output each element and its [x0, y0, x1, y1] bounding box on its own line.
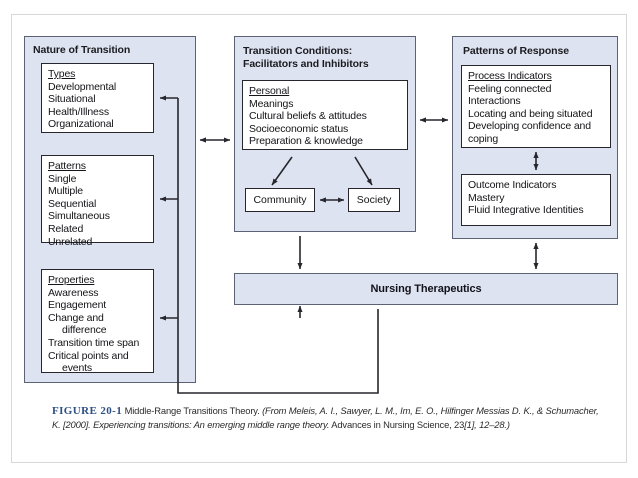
box-process-indicators-item-2: Locating and being situated: [468, 107, 593, 120]
box-patterns-item-2: Sequential: [48, 197, 97, 210]
box-process-indicators-heading: Process Indicators: [468, 70, 552, 82]
box-outcome-indicators-item-0: Mastery: [468, 191, 505, 204]
box-patterns-item-1: Multiple: [48, 185, 83, 198]
box-society: Society: [348, 188, 400, 212]
box-properties-item-0: Awareness: [48, 286, 99, 299]
box-process-indicators-content: Process Indicators Feeling connected Int…: [462, 66, 610, 149]
box-outcome-indicators-heading: Outcome Indicators: [468, 179, 557, 191]
caption-source-3: [1], 12–28.): [464, 419, 510, 431]
caption-source-2: Advances in Nursing Science, 23: [329, 419, 465, 431]
box-properties-item-1: Engagement: [48, 299, 107, 312]
box-patterns-item-0: Single: [48, 172, 77, 185]
box-community: Community: [245, 188, 315, 212]
box-properties-content: Properties Awareness Engagement Change a…: [42, 270, 153, 378]
box-types-item-0: Developmental: [48, 80, 117, 93]
panel-nature-title: Nature of Transition: [33, 44, 131, 56]
box-outcome-indicators-item-1: Fluid Integrative Identities: [468, 204, 584, 217]
box-patterns-content: Patterns Single Multiple Sequential Simu…: [42, 156, 153, 251]
box-outcome-indicators-content: Outcome Indicators Mastery Fluid Integra…: [462, 175, 610, 220]
box-properties-item-4: Transition time span: [48, 336, 140, 349]
box-personal-item-2: Socioeconomic status: [249, 122, 349, 135]
box-properties-item-2: Change and: [48, 311, 104, 324]
box-personal-item-1: Cultural beliefs & attitudes: [249, 110, 367, 123]
box-patterns-heading: Patterns: [48, 160, 86, 172]
box-personal-heading: Personal: [249, 85, 290, 97]
box-types-content: Types Developmental Situational Health/I…: [42, 64, 153, 134]
caption-figure-number: FIGURE 20-1: [52, 405, 123, 417]
box-process-indicators-item-1: Interactions: [468, 95, 521, 108]
box-personal-content: Personal Meanings Cultural beliefs & att…: [243, 81, 407, 151]
box-types: Types Developmental Situational Health/I…: [41, 63, 154, 133]
bar-nursing-therapeutics: Nursing Therapeutics: [234, 273, 618, 305]
box-types-item-1: Situational: [48, 93, 96, 106]
panel-conditions-title: Transition Conditions: Facilitators and …: [243, 45, 369, 70]
caption-title: Middle-Range Transitions Theory.: [124, 405, 260, 416]
box-properties-item-5: Critical points and: [48, 349, 129, 362]
box-types-item-3: Organizational: [48, 118, 114, 131]
box-personal: Personal Meanings Cultural beliefs & att…: [242, 80, 408, 150]
box-types-item-2: Health/Illness: [48, 105, 109, 118]
box-types-heading: Types: [48, 68, 76, 80]
box-properties-item-6: events: [62, 362, 93, 375]
box-properties-heading: Properties: [48, 274, 95, 286]
box-personal-item-3: Preparation & knowledge: [249, 135, 363, 148]
box-outcome-indicators: Outcome Indicators Mastery Fluid Integra…: [461, 174, 611, 226]
box-process-indicators-item-0: Feeling connected: [468, 82, 552, 95]
panel-response-title: Patterns of Response: [463, 45, 569, 57]
box-process-indicators-item-4: coping: [468, 132, 499, 145]
box-properties-item-3: difference: [62, 324, 107, 337]
box-properties: Properties Awareness Engagement Change a…: [41, 269, 154, 374]
box-process-indicators: Process Indicators Feeling connected Int…: [461, 65, 611, 148]
box-patterns-item-3: Simultaneous: [48, 210, 110, 223]
box-process-indicators-item-3: Developing confidence and: [468, 120, 591, 133]
box-personal-item-0: Meanings: [249, 97, 294, 110]
figure-caption: FIGURE 20-1 Middle-Range Transitions The…: [52, 404, 600, 432]
caption-source-1: (From Meleis, A. I., Sawyer, L. M., Im, …: [52, 405, 599, 431]
box-patterns-item-5: Unrelated: [48, 235, 93, 248]
box-patterns: Patterns Single Multiple Sequential Simu…: [41, 155, 154, 248]
box-patterns-item-4: Related: [48, 222, 84, 235]
